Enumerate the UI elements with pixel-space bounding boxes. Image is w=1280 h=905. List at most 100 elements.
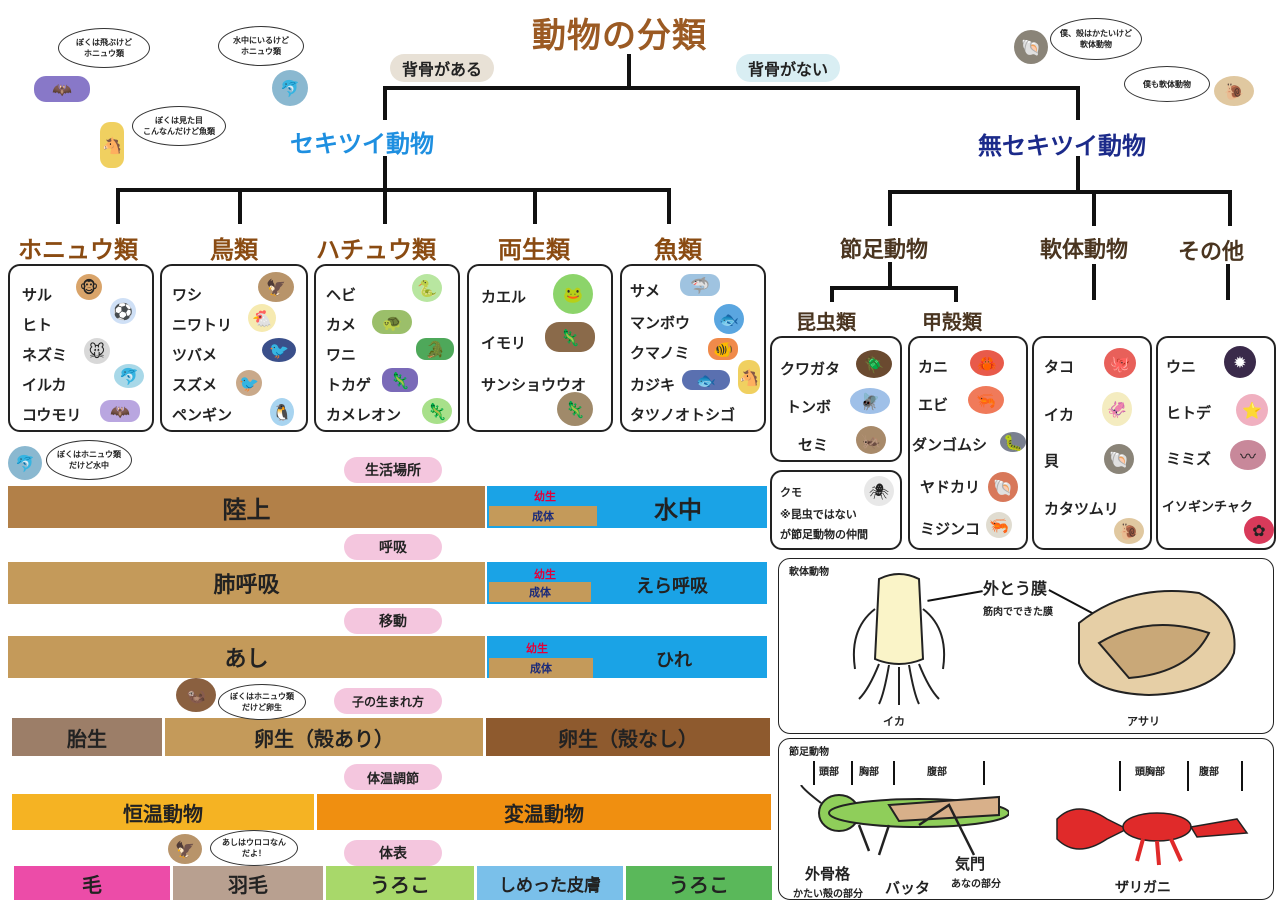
snail-bubble: 僕も軟体動物	[1124, 66, 1210, 102]
platypus-icon: 🦦	[176, 678, 216, 712]
chameleon-icon: 🦎	[422, 398, 452, 424]
shell-icon: 🐚	[1014, 30, 1048, 64]
list-item: ヤドカリ	[920, 478, 981, 496]
hair-band: 毛	[14, 866, 170, 900]
divider-line	[1187, 761, 1189, 791]
crab-icon: 🦀	[970, 350, 1004, 376]
adult-label: 成体	[489, 658, 593, 678]
divider-line	[893, 761, 895, 785]
list-item: カエル	[481, 288, 527, 306]
fins-label: ひれ	[656, 650, 692, 671]
squid-icon: 🦑	[1102, 392, 1132, 426]
starfish-icon: ⭐	[1236, 394, 1268, 426]
shark-icon: 🦈	[680, 274, 720, 296]
seahorse-bubble: ぼくは見た目 こんなんだけど魚類	[132, 106, 226, 146]
turtle-icon: 🐢	[372, 310, 412, 334]
spider-name: クモ	[780, 486, 802, 499]
invertebrates-heading: 無セキツイ動物	[978, 132, 1146, 160]
tree-line	[383, 156, 387, 190]
tree-line	[1076, 156, 1080, 192]
tree-line	[1228, 190, 1232, 226]
mouse-icon: 🐭	[84, 338, 110, 364]
tree-line	[1092, 264, 1096, 300]
tree-line	[888, 190, 892, 226]
panel-label: 節足動物	[789, 747, 829, 758]
tree-line	[533, 188, 537, 224]
tree-line	[888, 190, 1232, 194]
monkey-icon: 🐵	[76, 274, 102, 300]
list-item: イルカ	[22, 376, 67, 394]
shellless-egg-band: 卵生（殻なし）	[486, 718, 770, 756]
spine-yes-label: 背骨がある	[390, 54, 495, 82]
platypus-bubble: ぼくはホニュウ類 だけど卵生	[218, 684, 306, 720]
crustaceans-box: カニ エビ ダンゴムシ ヤドカリ ミジンコ 🦀 🦐 🐛 🐚 🦐	[908, 336, 1028, 550]
dolphin-bubble: 水中にいるけど ホニュウ類	[218, 26, 304, 66]
list-item: カニ	[918, 358, 949, 376]
earthworm-icon: 〰	[1230, 440, 1266, 470]
list-item: ネズミ	[22, 346, 68, 364]
group-heading-crustaceans: 甲殻類	[922, 310, 982, 334]
seahorse-icon: 🐴	[738, 360, 760, 394]
mantle-label: 外とう膜	[983, 579, 1048, 598]
dolphin2-bubble: ぼくはホニュウ類 だけど水中	[46, 440, 132, 480]
group-heading-insects: 昆虫類	[796, 310, 856, 334]
tree-line	[830, 286, 834, 302]
bat-icon: 🦇	[100, 400, 140, 422]
list-item: ツバメ	[172, 346, 218, 364]
mollusk-diagram-panel: 軟体動物 イカ 外とう膜 筋肉でできた膜 アサリ	[778, 558, 1274, 734]
eagle-icon: 🦅	[258, 272, 294, 302]
vertebrates-heading: セキツイ動物	[290, 130, 434, 158]
sea-urchin-icon: ✹	[1224, 346, 1256, 378]
list-item: イソギンチャク	[1162, 500, 1253, 515]
lizard-icon: 🦎	[382, 368, 418, 392]
list-item: トカゲ	[326, 376, 372, 394]
list-item: スズメ	[172, 376, 218, 394]
adult-label: 成体	[489, 582, 591, 602]
squid-label: イカ	[883, 715, 905, 728]
list-item: イモリ	[481, 334, 527, 352]
trait-label-surface: 体表	[344, 840, 442, 866]
dolphin-icon: 🐬	[114, 364, 144, 388]
abdomen-label: 腹部	[927, 767, 947, 778]
list-item: カタツムリ	[1044, 500, 1119, 518]
clownfish-icon: 🐠	[708, 338, 738, 360]
tree-line	[116, 188, 671, 192]
spider-box: クモ ※昆虫ではない が節足動物の仲間 🕷	[770, 470, 902, 550]
dragonfly-icon: 🪰	[850, 388, 890, 414]
mollusks-box: タコ イカ 貝 カタツムリ 🐙 🦑 🐚 🐌	[1032, 336, 1152, 550]
sea-anemone-icon: ✿	[1244, 516, 1274, 544]
list-item: セミ	[798, 436, 829, 454]
penguin-icon: 🐧	[270, 398, 294, 426]
trait-label-movement: 移動	[344, 608, 442, 634]
list-item: ミジンコ	[920, 520, 981, 538]
snail-icon: 🐌	[1214, 76, 1254, 106]
list-item: クワガタ	[780, 360, 841, 378]
tree-line	[383, 188, 387, 224]
list-item: ヘビ	[326, 286, 357, 304]
list-item: タコ	[1044, 358, 1075, 376]
spider-note: が節足動物の仲間	[780, 528, 868, 541]
snail-icon: 🐌	[1114, 518, 1144, 544]
octopus-icon: 🐙	[1104, 348, 1136, 378]
tree-line	[667, 188, 671, 224]
list-item: クマノミ	[630, 344, 690, 362]
divider-line	[851, 761, 853, 785]
young-label: 幼生	[534, 490, 556, 503]
crayfish-label: ザリガニ	[1115, 880, 1171, 896]
class-heading-fish: 魚類	[654, 236, 702, 264]
tree-line	[1076, 86, 1080, 120]
cephalothorax-label: 頭胸部	[1135, 767, 1165, 778]
stag-beetle-icon: 🪲	[856, 350, 892, 378]
list-item: マンボウ	[630, 314, 691, 332]
dolphin-icon: 🐬	[8, 446, 42, 480]
young-label: 幼生	[534, 568, 556, 581]
viviparous-band: 胎生	[12, 718, 162, 756]
list-item: トンボ	[786, 398, 832, 416]
list-item: ウニ	[1166, 358, 1197, 376]
tree-line	[383, 86, 1080, 90]
salamander-icon: 🦎	[557, 392, 593, 426]
list-item: エビ	[918, 396, 949, 414]
water-flea-icon: 🦐	[986, 512, 1012, 538]
class-heading-birds: 鳥類	[210, 236, 258, 264]
water-label: 水中	[654, 496, 702, 524]
